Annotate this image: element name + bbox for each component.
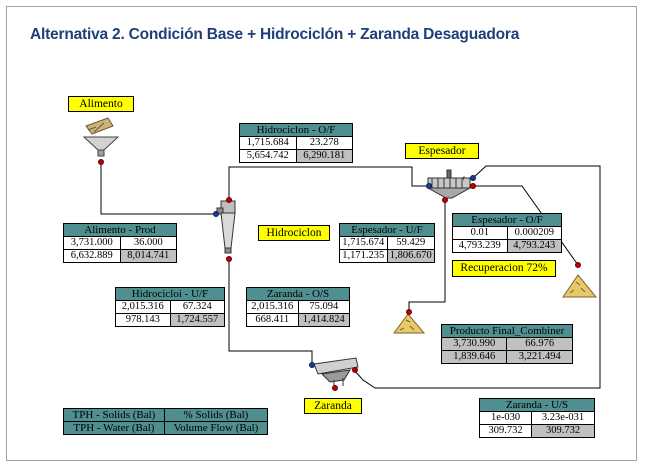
node-cyclone-feed — [213, 211, 219, 217]
cell-tph-water: 1,839.646 — [440, 350, 508, 364]
cell-volume-flow: 3,221.494 — [506, 350, 573, 364]
cell-pct-solids: 0.000209 — [506, 226, 562, 240]
stockpile-icon-center — [393, 313, 426, 334]
cell-volume-flow: 1,414.824 — [297, 313, 350, 327]
cell-tph-solids: 2,015.316 — [246, 300, 299, 314]
label-espesador: Espesador — [405, 143, 479, 159]
diagram-frame — [6, 6, 637, 461]
legend-volume-flow: Volume Flow (Bal) — [163, 421, 269, 435]
cell-pct-solids: 3.23e-031 — [531, 411, 595, 425]
table-title: Hidrociclon - O/F — [239, 123, 353, 137]
cell-tph-water: 4,793.239 — [452, 239, 508, 253]
stockpile-icon-right — [562, 274, 598, 298]
stream-cyclone-overflow — [228, 166, 430, 201]
table-title: Alimento - Prod — [63, 223, 177, 237]
node-cyclone-underflow — [226, 256, 232, 262]
node-screen-undersize — [352, 367, 358, 373]
cell-tph-solids: 1,715.674 — [339, 236, 388, 250]
page-title: Alternativa 2. Condición Base + Hidrocic… — [30, 26, 520, 43]
table-title: Espesador - O/F — [452, 213, 562, 227]
cell-volume-flow: 8,014.741 — [119, 249, 177, 263]
screen-icon — [313, 357, 359, 387]
table-title: Hidrocicloi - U/F — [115, 287, 225, 301]
cell-tph-solids: 0.01 — [452, 226, 508, 240]
stream-screen-undersize — [353, 165, 601, 389]
node-thickener-return — [470, 175, 476, 181]
cell-tph-solids: 3,731.000 — [63, 236, 121, 250]
cell-tph-water: 6,632.889 — [63, 249, 121, 263]
svg-text:r: r — [463, 176, 465, 182]
legend-tph-solids: TPH - Solids (Bal) — [63, 408, 165, 422]
label-alimento: Alimento — [68, 96, 134, 112]
legend-tph-water: TPH - Water (Bal) — [63, 421, 165, 435]
cell-pct-solids: 67.324 — [169, 300, 225, 314]
cell-tph-water: 1,171.235 — [339, 249, 388, 263]
cell-volume-flow: 1,806.670 — [386, 249, 435, 263]
node-thickener-underflow — [442, 197, 448, 203]
node-screen-feed — [309, 362, 315, 368]
cell-tph-water: 309.732 — [478, 424, 533, 438]
cell-tph-water: 5,654.742 — [239, 149, 297, 163]
table-title: Espesador - U/F — [339, 223, 435, 237]
node-pile-center-in — [406, 309, 412, 315]
cell-volume-flow: 6,290.181 — [295, 149, 353, 163]
cell-pct-solids: 36.000 — [119, 236, 177, 250]
cell-volume-flow: 309.732 — [531, 424, 595, 438]
cell-pct-solids: 75.094 — [297, 300, 350, 314]
stream-feed — [100, 160, 217, 215]
label-recuperacion: Recuperacion 72% — [452, 260, 556, 277]
cell-pct-solids: 66.976 — [506, 337, 573, 351]
cell-tph-solids: 1,715.684 — [239, 136, 297, 150]
cell-tph-water: 978.143 — [115, 313, 171, 327]
node-pile-right-in — [575, 262, 581, 268]
cell-tph-solids: 3,730.990 — [440, 337, 508, 351]
feed-hopper-icon — [82, 117, 120, 157]
legend-pct-solids: % Solids (Bal) — [163, 408, 269, 422]
node-thickener-feed — [426, 183, 432, 189]
thickener-icon: r — [426, 169, 472, 199]
node-thickener-overflow — [470, 183, 476, 189]
table-title: Zaranda - U/S — [479, 398, 595, 412]
node-screen-oversize — [332, 385, 338, 391]
cell-pct-solids: 59.429 — [386, 236, 435, 250]
node-feed-out — [98, 159, 104, 165]
cell-tph-water: 668.411 — [246, 313, 299, 327]
cell-tph-solids: 2,015.316 — [115, 300, 171, 314]
stream-thickener-underflow — [408, 198, 446, 312]
table-title: Zaranda - O/S — [246, 287, 350, 301]
node-cyclone-overflow — [226, 197, 232, 203]
label-zaranda: Zaranda — [304, 398, 362, 414]
stream-cyclone-underflow — [228, 257, 313, 366]
cell-pct-solids: 23.278 — [295, 136, 353, 150]
cell-volume-flow: 1,724.557 — [169, 313, 225, 327]
table-title: Producto Final_Combiner — [441, 324, 573, 338]
hydrocyclone-icon — [216, 200, 236, 254]
legend-table: TPH - Solids (Bal)% Solids (Bal) TPH - W… — [63, 408, 269, 435]
cell-volume-flow: 4,793.243 — [506, 239, 562, 253]
label-hidrociclon: Hidrociclon — [258, 225, 330, 241]
cell-tph-solids: 1e-030 — [478, 411, 533, 425]
